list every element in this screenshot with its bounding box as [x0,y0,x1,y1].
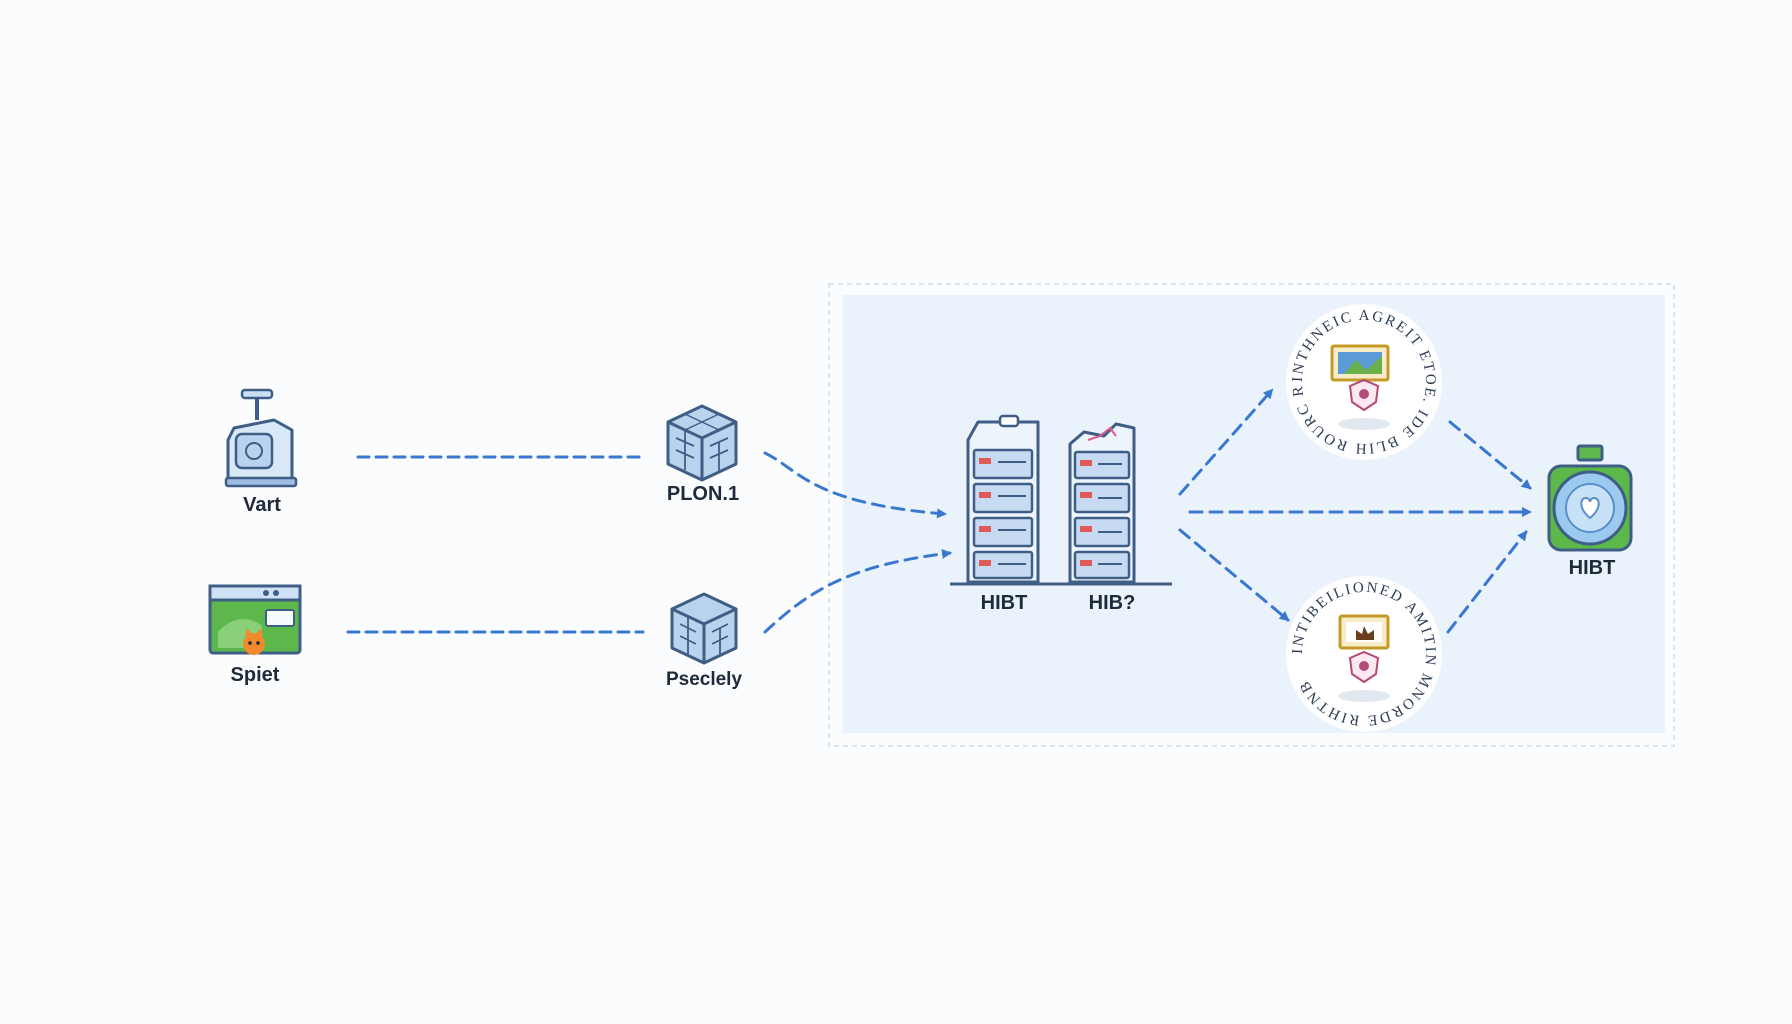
connectors [346,388,1532,634]
cube-icon [666,404,738,482]
monitor-with-cat-icon [208,584,302,655]
cash-register-icon [224,388,298,488]
node-label-hibt-end: HIBT [1568,557,1616,579]
connector-hibt-badge-top [1178,388,1274,496]
node-label-pseclely: Pseclely [665,669,743,690]
server-rack-icon [1068,422,1136,584]
server-rack-icon [966,414,1040,584]
node-label-plon: PLON.1 [666,483,740,505]
shield-badge-icon: INTIBEILIONED AMITIN MNORDE RIHTNB [1286,576,1442,732]
connector-pseclely-hibt [763,548,952,634]
node-label-hibt-right: HIB? [1088,592,1136,614]
connector-plon-hibt [763,451,947,519]
stopwatch-icon [1547,444,1633,552]
node-label-vart: Vart [243,494,281,516]
processing-panel [828,283,1675,747]
connector-badge-top-end [1448,420,1532,490]
node-label-hibt-left: HIBT [980,592,1028,614]
node-label-spiet: Spiet [230,664,280,686]
cube-icon [670,592,738,665]
connector-hibt-badge-bottom [1178,528,1290,622]
connector-badge-bottom-end [1446,530,1528,634]
